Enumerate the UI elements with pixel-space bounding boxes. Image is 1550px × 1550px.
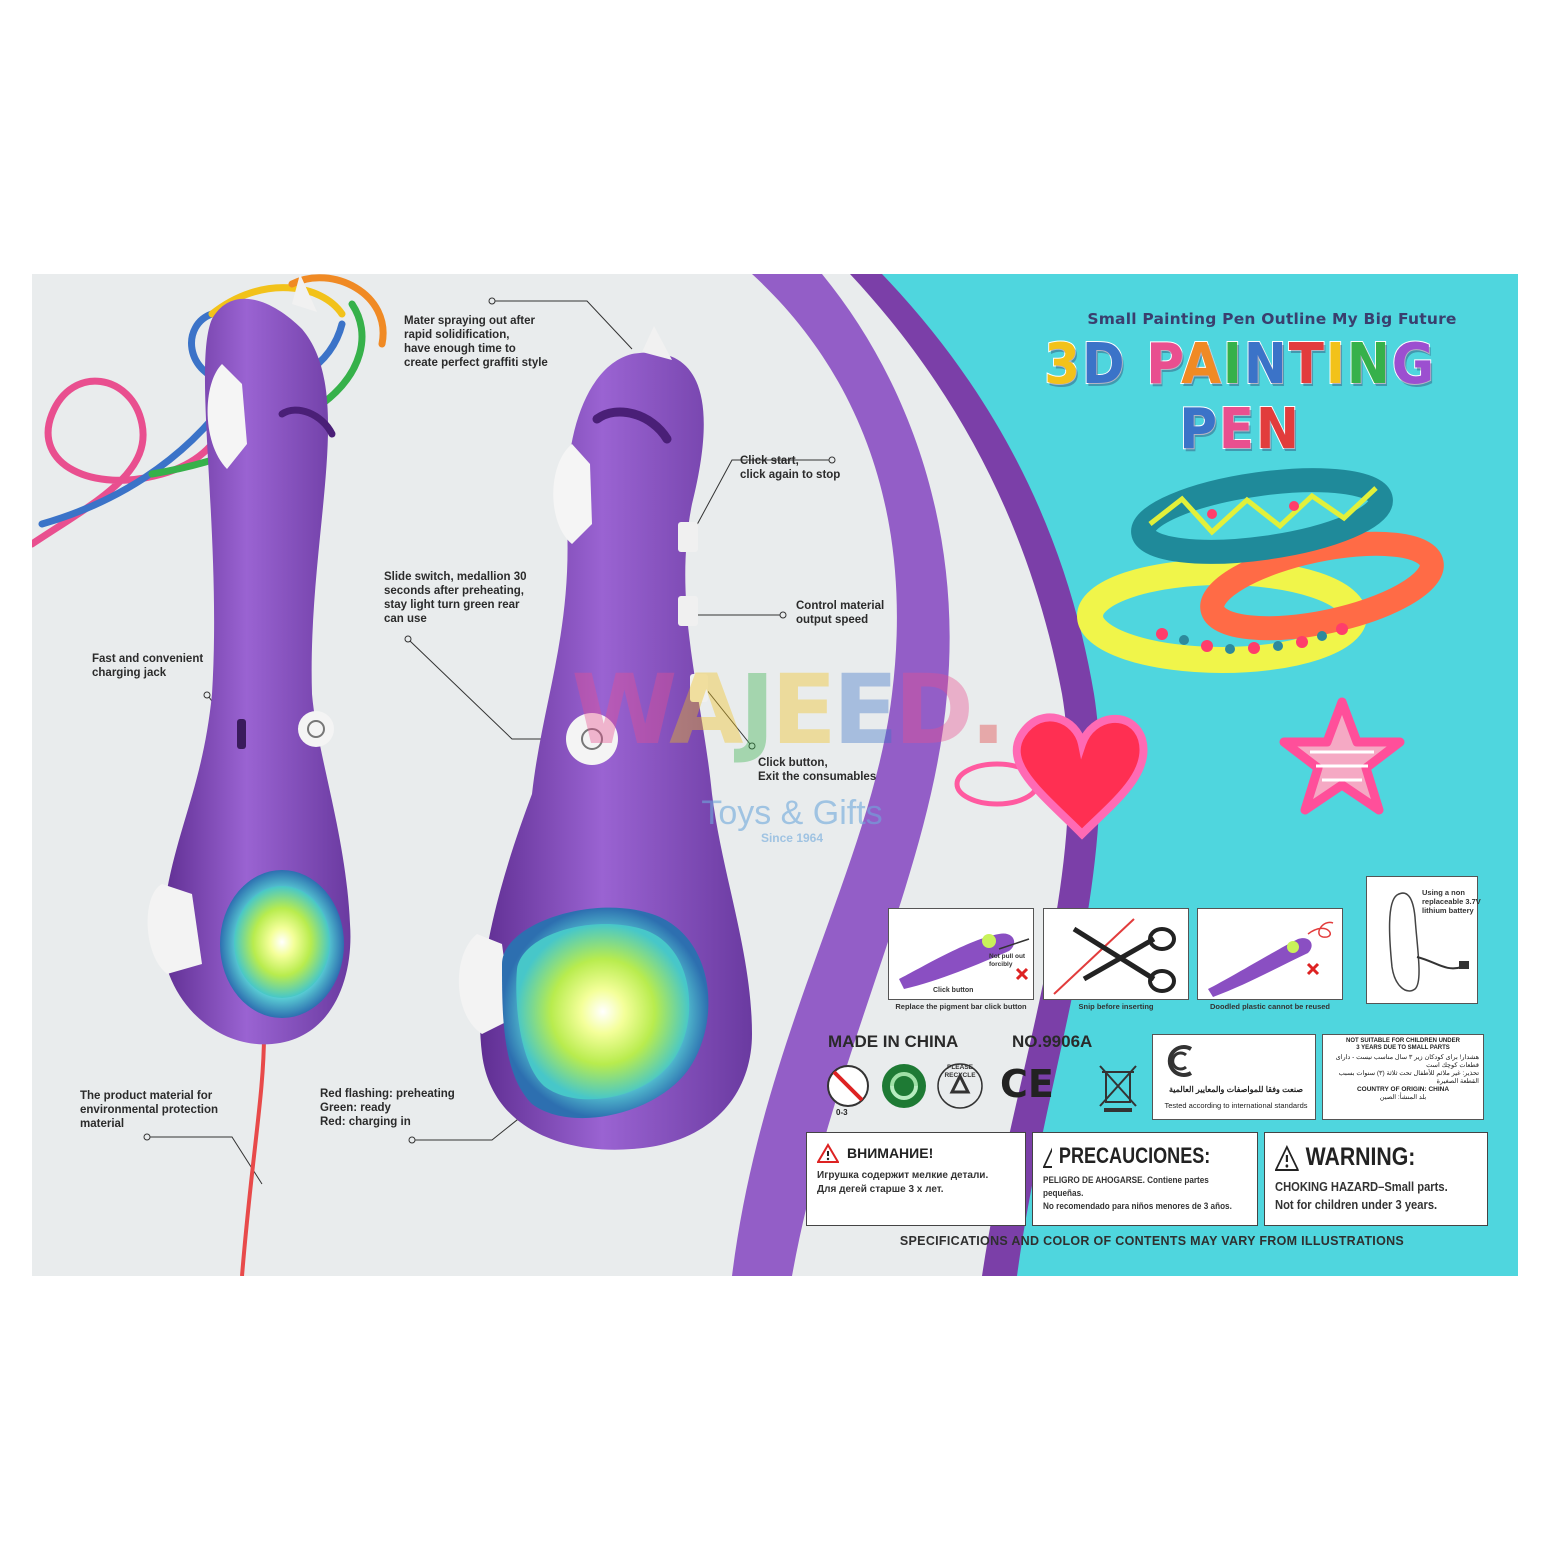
- recycle-text: PLEASE RECYCLE: [944, 1064, 976, 1079]
- battery-note: Using a non replaceable 3.7V lithium bat…: [1422, 888, 1481, 915]
- title-letter: P: [1145, 331, 1182, 398]
- callout-charging-jack: Fast and convenient charging jack: [92, 653, 204, 679]
- battery-info-box: [1366, 876, 1478, 1004]
- age-cert-origin-ar: بلد المنشأ: الصين: [1379, 1094, 1427, 1101]
- title-letter: [1126, 332, 1146, 397]
- title-letter: D: [1081, 331, 1127, 398]
- step-caption: Doodled plastic cannot be reused: [1209, 1002, 1331, 1011]
- age-badge: 0-3: [836, 1108, 848, 1117]
- step-replace-pigment: Click button Not pull out forcibly: [888, 908, 1034, 1000]
- purple-swoosh: [732, 274, 950, 1276]
- bracelets-illustration: [1077, 468, 1444, 673]
- title-letter: P: [1178, 396, 1219, 463]
- title-letter: 3: [1043, 331, 1082, 398]
- scissors-icon: [1053, 918, 1176, 995]
- step-no-reuse: [1197, 908, 1343, 1000]
- step-caption: Replace the pigment bar click button: [895, 1002, 1027, 1011]
- watermark-letter: W: [571, 654, 674, 766]
- callout-click-start: Click start, click again to stop: [740, 455, 841, 481]
- watermark-letter: J: [739, 654, 775, 766]
- warning-triangle-icon: [1043, 1146, 1053, 1168]
- pen-no-reuse-icon: [1208, 921, 1334, 997]
- pen-click-icon: [899, 933, 1030, 989]
- footer-disclaimer: SPECIFICATIONS AND COLOR OF CONTENTS MAY…: [899, 1234, 1405, 1248]
- warning-english: WARNING: CHOKING HAZARD–Small parts. Not…: [1264, 1132, 1488, 1226]
- age-cert-arabic1: هشدار! براى كودكان زير ٣ سال مناسب نيست …: [1335, 1054, 1479, 1069]
- age-cert-arabic2: تحذير: غير ملائم للأطفال تحت ثلاثة (٣) س…: [1338, 1070, 1479, 1085]
- product-box-back-panel: WAJEED. Toys & Gifts Since 1964 Mater sp…: [32, 274, 1518, 1276]
- watermark-letter: .: [969, 654, 1007, 766]
- watermark-letter: D: [894, 654, 974, 766]
- callout-slide-switch: Slide switch, medallion 30 seconds after…: [384, 571, 527, 625]
- warning-spanish: PRECAUCIONES: PELIGRO DE AHOGARSE. Conti…: [1032, 1132, 1258, 1226]
- large-pen-illustration: [458, 326, 752, 1150]
- watermark-since: Since 1964: [760, 831, 824, 845]
- age-cert-origin: COUNTRY OF ORIGIN: CHINA: [1356, 1086, 1450, 1093]
- title-letter: N: [1243, 331, 1289, 398]
- small-pen-cord: [240, 1033, 266, 1276]
- title-letter: A: [1180, 331, 1223, 398]
- step-snip: [1043, 908, 1189, 1000]
- battery-pen-icon: [1388, 892, 1469, 992]
- watermark-logo: WAJEED.: [557, 654, 1017, 766]
- warning-body: PELIGRO DE AHOGARSE. Contiene partes peq…: [1043, 1175, 1232, 1212]
- title-letter: T: [1288, 331, 1326, 398]
- title-letter: I: [1222, 331, 1244, 398]
- watermark-subtitle: Toys & Gifts: [701, 794, 883, 832]
- warning-triangle-icon: [1275, 1144, 1299, 1171]
- standards-arabic: صنعت وفقا للمواصفات والمعايير العالمية: [1168, 1085, 1304, 1094]
- warning-title: PRECAUCIONES:: [1058, 1143, 1211, 1168]
- title-letter: G: [1391, 331, 1436, 398]
- heart-ring-illustration: [954, 713, 1148, 840]
- step-inner-label: Click button: [933, 987, 974, 994]
- standards-logo-icon: [1167, 1045, 1193, 1077]
- standards-english: Tested according to international standa…: [1164, 1101, 1308, 1110]
- warning-russian: ВНИМАНИЕ! Игрушка содержит мелкие детали…: [806, 1132, 1026, 1226]
- title-letter: N: [1346, 331, 1392, 398]
- callout-material: The product material for environmental p…: [80, 1090, 219, 1130]
- title-letter: I: [1325, 331, 1347, 398]
- age-cert-box: NOT SUITABLE FOR CHILDREN UNDER 3 YEARS …: [1322, 1034, 1484, 1120]
- packaging-artwork: [32, 274, 1518, 1276]
- watermark-letter: E: [832, 654, 899, 766]
- small-pen-illustration: [147, 274, 351, 1276]
- step-caption: Snip before inserting: [1078, 1002, 1154, 1011]
- age-cert-line1: NOT SUITABLE FOR CHILDREN UNDER 3 YEARS …: [1346, 1038, 1460, 1051]
- title-letter: E: [1218, 396, 1256, 463]
- weee-bin-icon: [1099, 1065, 1137, 1112]
- step-inner-label: Not pull out forcibly: [989, 953, 1026, 968]
- ce-mark: CE: [1000, 1062, 1054, 1106]
- green-dot-icon: [882, 1064, 926, 1108]
- product-title: 3D PAINTING PEN: [1001, 331, 1479, 463]
- warning-title: ВНИМАНИЕ!: [847, 1145, 934, 1161]
- safety-symbols-row: [827, 1063, 1137, 1112]
- tagline: Small Painting Pen Outline My Big Future: [1087, 310, 1457, 328]
- watermark-letter: A: [669, 654, 743, 766]
- callout-click-exit: Click button, Exit the consumables: [758, 757, 877, 783]
- star-illustration: [1279, 697, 1405, 815]
- made-in-label: MADE IN CHINA: [828, 1032, 959, 1051]
- watermark-letter: E: [771, 654, 837, 766]
- model-number: NO.9906A: [1012, 1032, 1093, 1051]
- callout-led-status: Red flashing: preheating Green: ready Re…: [320, 1088, 455, 1128]
- callout-spraying: Mater spraying out after rapid solidific…: [404, 315, 548, 369]
- standards-cert-box: صنعت وفقا للمواصفات والمعايير العالمية T…: [1152, 1034, 1316, 1120]
- callout-control-speed: Control material output speed: [796, 600, 885, 626]
- title-letter: N: [1255, 396, 1301, 463]
- warning-body: CHOKING HAZARD–Small parts. Not for chil…: [1275, 1179, 1448, 1212]
- warning-title: WARNING:: [1305, 1143, 1416, 1171]
- warning-triangle-icon: [817, 1143, 839, 1163]
- recycle-icon: [937, 1063, 983, 1109]
- warning-body: Игрушка содержит мелкие детали. Для деге…: [817, 1170, 989, 1195]
